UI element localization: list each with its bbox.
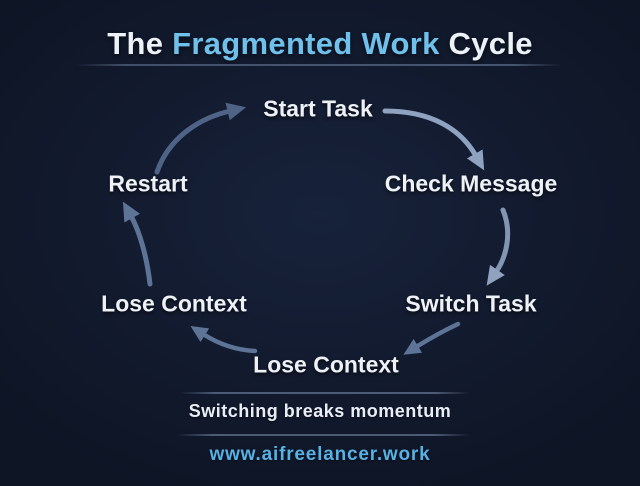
cycle-node-start-task: Start Task — [263, 95, 373, 122]
cycle-node-lose-context-bottom: Lose Context — [253, 351, 399, 378]
cycle-node-restart: Restart — [108, 170, 188, 197]
arrow-restart-to-start-task-icon — [154, 102, 247, 175]
arrow-lose-context-to-lose-context-icon — [190, 325, 258, 354]
cycle-node-switch-task: Switch Task — [405, 290, 537, 317]
caption-text: Switching breaks momentum — [188, 401, 452, 421]
cycle-node-check-message: Check Message — [384, 170, 558, 197]
page-title: The Fragmented Work Cycle — [0, 26, 640, 62]
arrow-switch-task-to-lose-context-icon — [403, 321, 461, 355]
title-highlight: Fragmented Work — [172, 26, 449, 61]
title-divider — [76, 64, 562, 66]
arrow-lose-context-to-restart-icon — [122, 201, 153, 287]
caption-divider-bottom — [177, 434, 470, 436]
cycle-node-lose-context-left: Lose Context — [101, 290, 247, 317]
footer-url: www.aifreelancer.work — [209, 444, 431, 465]
title-suffix: Cycle — [448, 26, 533, 61]
arrow-start-task-to-check-message-icon — [382, 108, 485, 171]
title-prefix: The — [107, 26, 173, 61]
caption-divider-top — [180, 392, 470, 394]
arrow-check-message-to-switch-task-icon — [486, 207, 511, 286]
